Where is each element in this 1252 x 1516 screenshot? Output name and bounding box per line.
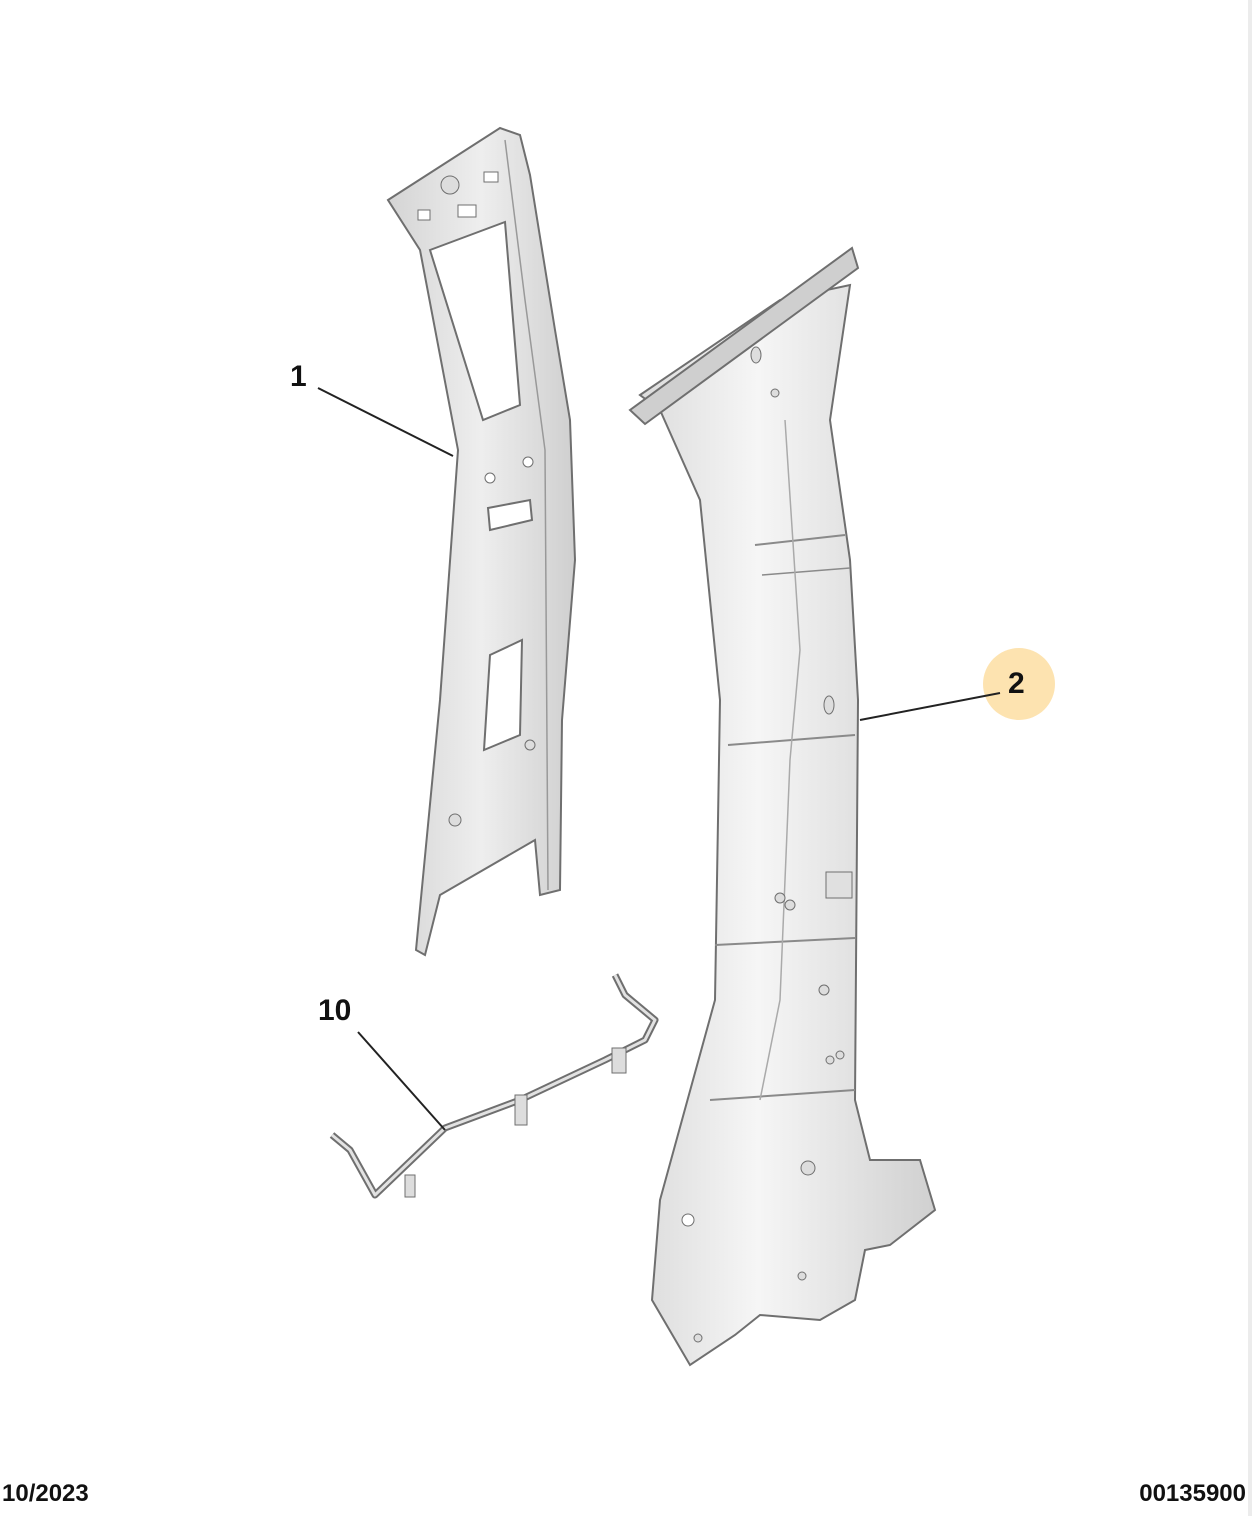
callout-10[interactable]: 10 (318, 994, 352, 1027)
leader-line-2 (859, 692, 1001, 721)
part-1-inner-pillar[interactable] (386, 126, 577, 957)
leader-line-10 (357, 1031, 446, 1131)
part-2-outer-pillar[interactable] (628, 246, 937, 1367)
page-edge (1248, 0, 1252, 1516)
callout-2[interactable]: 2 (1008, 667, 1025, 700)
callout-highlight (983, 648, 1055, 720)
part-10-wiring-bracket[interactable] (329, 973, 659, 1199)
diagram-reference-number: 00135900 (1139, 1480, 1246, 1507)
callout-1[interactable]: 1 (290, 360, 307, 393)
diagram-date: 10/2023 (2, 1480, 89, 1507)
leader-line-1 (317, 387, 454, 457)
